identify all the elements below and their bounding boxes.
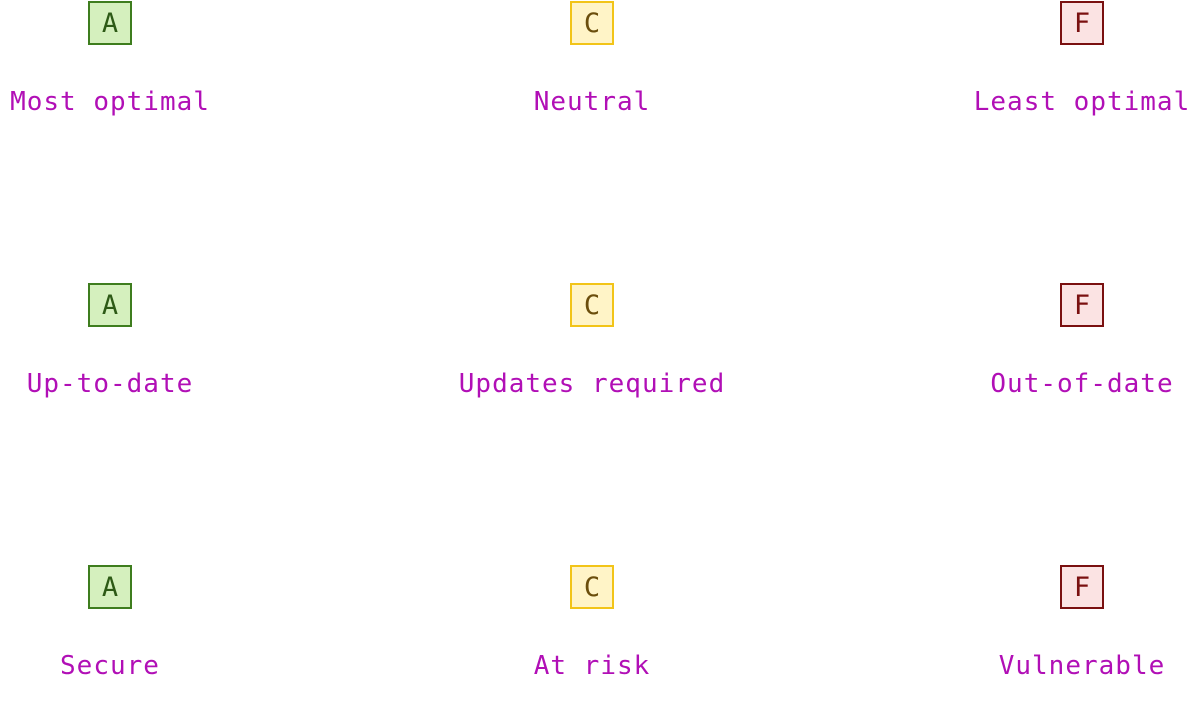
grade-item-neutral: C Neutral [442, 1, 742, 141]
grade-label: Most optimal [10, 87, 210, 117]
grade-badge-a: A [88, 1, 132, 45]
grade-label: Least optimal [973, 87, 1191, 117]
grade-item-secure: A Secure [0, 565, 260, 705]
grade-item-out-of-date: F Out-of-date [932, 283, 1192, 423]
grade-badge-c: C [570, 283, 614, 327]
grade-item-least-optimal: F Least optimal [932, 1, 1192, 141]
grade-label: Out-of-date [990, 369, 1174, 399]
grade-legend-grid: A Most optimal C Neutral F Least optimal… [0, 1, 1192, 681]
grade-badge-a: A [88, 283, 132, 327]
grade-item-up-to-date: A Up-to-date [0, 283, 260, 423]
grade-badge-c: C [570, 1, 614, 45]
grade-item-updates-required: C Updates required [442, 283, 742, 423]
grade-label: At risk [533, 651, 651, 681]
grade-badge-f: F [1060, 283, 1104, 327]
grade-label: Vulnerable [998, 651, 1166, 681]
grade-badge-c: C [570, 565, 614, 609]
grade-badge-a: A [88, 565, 132, 609]
grade-badge-f: F [1060, 565, 1104, 609]
grade-item-vulnerable: F Vulnerable [932, 565, 1192, 705]
grade-label: Updates required [458, 369, 726, 399]
grade-item-at-risk: C At risk [442, 565, 742, 705]
grade-label: Secure [60, 651, 160, 681]
grade-label: Up-to-date [26, 369, 194, 399]
grade-badge-f: F [1060, 1, 1104, 45]
grade-item-most-optimal: A Most optimal [0, 1, 260, 141]
grade-label: Neutral [533, 87, 651, 117]
